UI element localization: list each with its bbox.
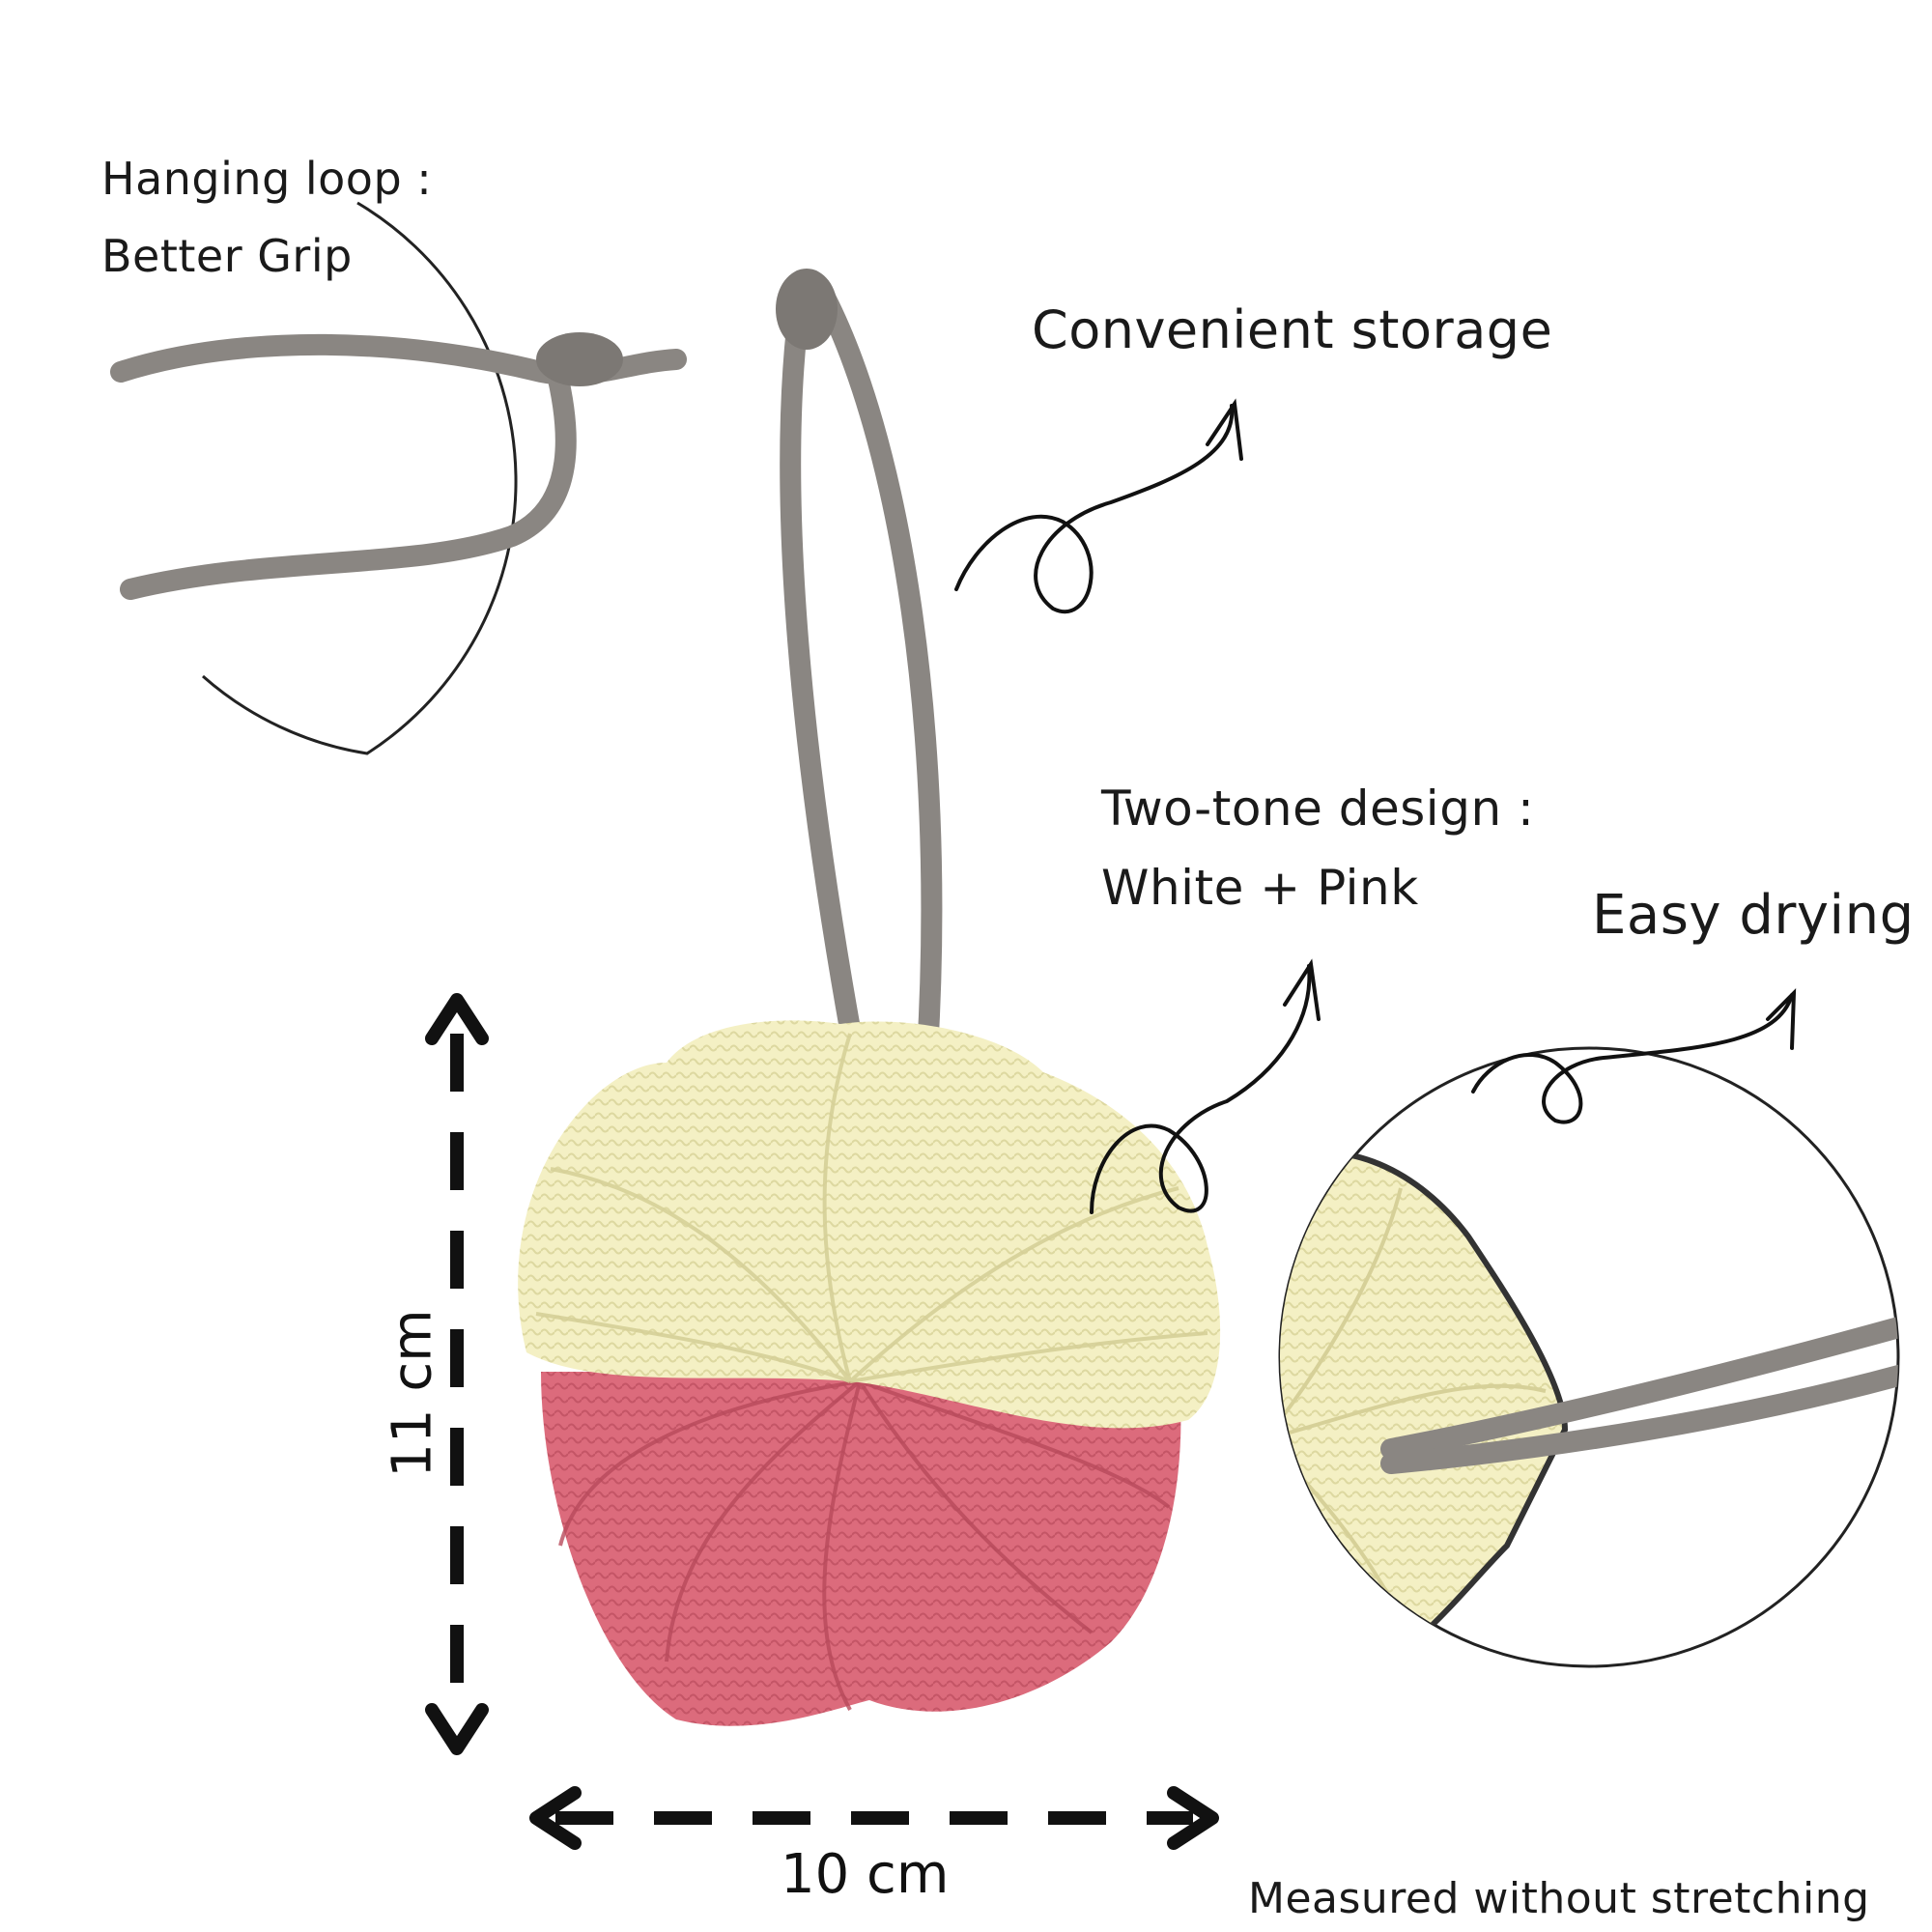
product-cord <box>776 269 943 1093</box>
pouf-pink-part <box>541 1372 1181 1726</box>
hanging-loop-subtitle: Better Grip <box>101 230 353 282</box>
arrow-easy-drying <box>1471 987 1797 1124</box>
easy-drying-label: Easy drying <box>1592 884 1915 947</box>
width-dimension-arrow <box>529 1786 1219 1850</box>
height-label: 11 cm <box>381 1309 444 1478</box>
measurement-note: Measured without stretching <box>1248 1874 1870 1923</box>
cord-knot <box>536 332 623 386</box>
hanging-loop-detail <box>110 201 687 755</box>
two-tone-title: Two-tone design : <box>1101 781 1535 837</box>
detail-circle-outline <box>202 201 518 755</box>
height-dimension-arrow <box>425 993 489 1755</box>
arrow-two-tone <box>1090 958 1321 1214</box>
two-tone-subtitle: White + Pink <box>1101 860 1419 916</box>
hanging-loop-title: Hanging loop : <box>101 153 433 205</box>
cord-strand-lower <box>120 356 577 600</box>
width-label: 10 cm <box>781 1843 950 1906</box>
arrow-convenient-storage <box>954 398 1243 613</box>
drying-detail <box>1278 1046 1900 1668</box>
pouf-cream-part <box>518 1020 1221 1429</box>
convenient-storage-label: Convenient storage <box>1032 299 1553 360</box>
bath-pouf <box>518 1020 1221 1726</box>
